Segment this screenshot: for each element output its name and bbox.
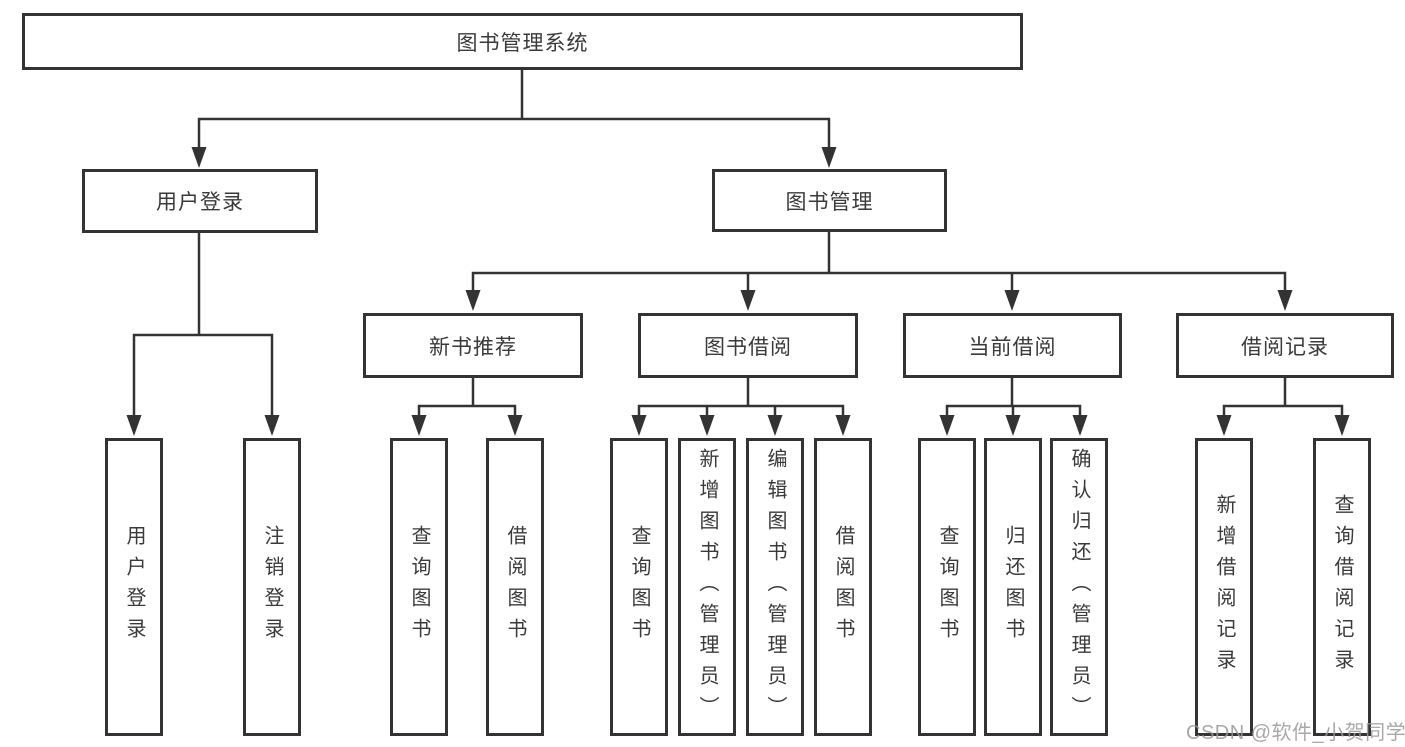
node-label: 查询图书 [628, 525, 650, 649]
node-label: 当前借阅 [968, 335, 1057, 359]
node-root: 图书管理系统 [22, 13, 1023, 70]
leaf-query-books-current: 查询图书 [918, 438, 976, 736]
node-label: 新增借阅记录 [1213, 494, 1235, 680]
leaf-logout: 注销登录 [243, 438, 301, 736]
leaf-return-books: 归还图书 [984, 438, 1042, 736]
node-label: 图书管理 [785, 190, 874, 214]
node-label: 编辑图书（管理员） [764, 447, 786, 727]
leaf-confirm-return-admin: 确认归还（管理员） [1050, 438, 1108, 736]
node-new-book-recommend: 新书推荐 [363, 313, 583, 378]
connector-lines [132, 70, 1344, 418]
node-label: 借阅记录 [1241, 335, 1329, 359]
leaf-query-books-borrowing: 查询图书 [610, 438, 668, 736]
node-label: 新书推荐 [429, 335, 517, 359]
leaf-add-books-admin: 新增图书（管理员） [678, 438, 736, 736]
node-label: 查询借阅记录 [1331, 494, 1353, 680]
node-label: 图书借阅 [704, 335, 792, 359]
node-user-login: 用户登录 [82, 169, 318, 233]
node-borrowing-records: 借阅记录 [1176, 313, 1394, 378]
leaf-add-borrow-record: 新增借阅记录 [1195, 438, 1253, 736]
arrowheads [126, 147, 1350, 436]
node-label: 借阅图书 [504, 525, 526, 649]
node-book-management: 图书管理 [712, 169, 947, 232]
node-label: 查询图书 [408, 525, 430, 649]
node-label: 归还图书 [1002, 525, 1024, 649]
node-label: 确认归还（管理员） [1068, 447, 1090, 727]
node-label: 新增图书（管理员） [696, 447, 718, 727]
node-label: 图书管理系统 [456, 31, 589, 55]
node-current-borrowing: 当前借阅 [903, 313, 1122, 378]
csdn-watermark: CSDN @软件_小贺同学 [1186, 722, 1405, 744]
leaf-query-borrow-record: 查询借阅记录 [1313, 438, 1371, 736]
node-label: 借阅图书 [832, 525, 854, 649]
node-label: 注销登录 [261, 525, 283, 649]
node-book-borrowing: 图书借阅 [638, 313, 858, 378]
node-label: 用户登录 [123, 525, 145, 649]
node-label: 查询图书 [936, 525, 958, 649]
leaf-user-login: 用户登录 [105, 438, 163, 736]
leaf-query-books-recommend: 查询图书 [390, 438, 448, 736]
leaf-edit-books-admin: 编辑图书（管理员） [746, 438, 804, 736]
leaf-borrow-books-recommend: 借阅图书 [486, 438, 544, 736]
node-label: 用户登录 [156, 191, 244, 214]
leaf-borrow-books: 借阅图书 [814, 438, 872, 736]
